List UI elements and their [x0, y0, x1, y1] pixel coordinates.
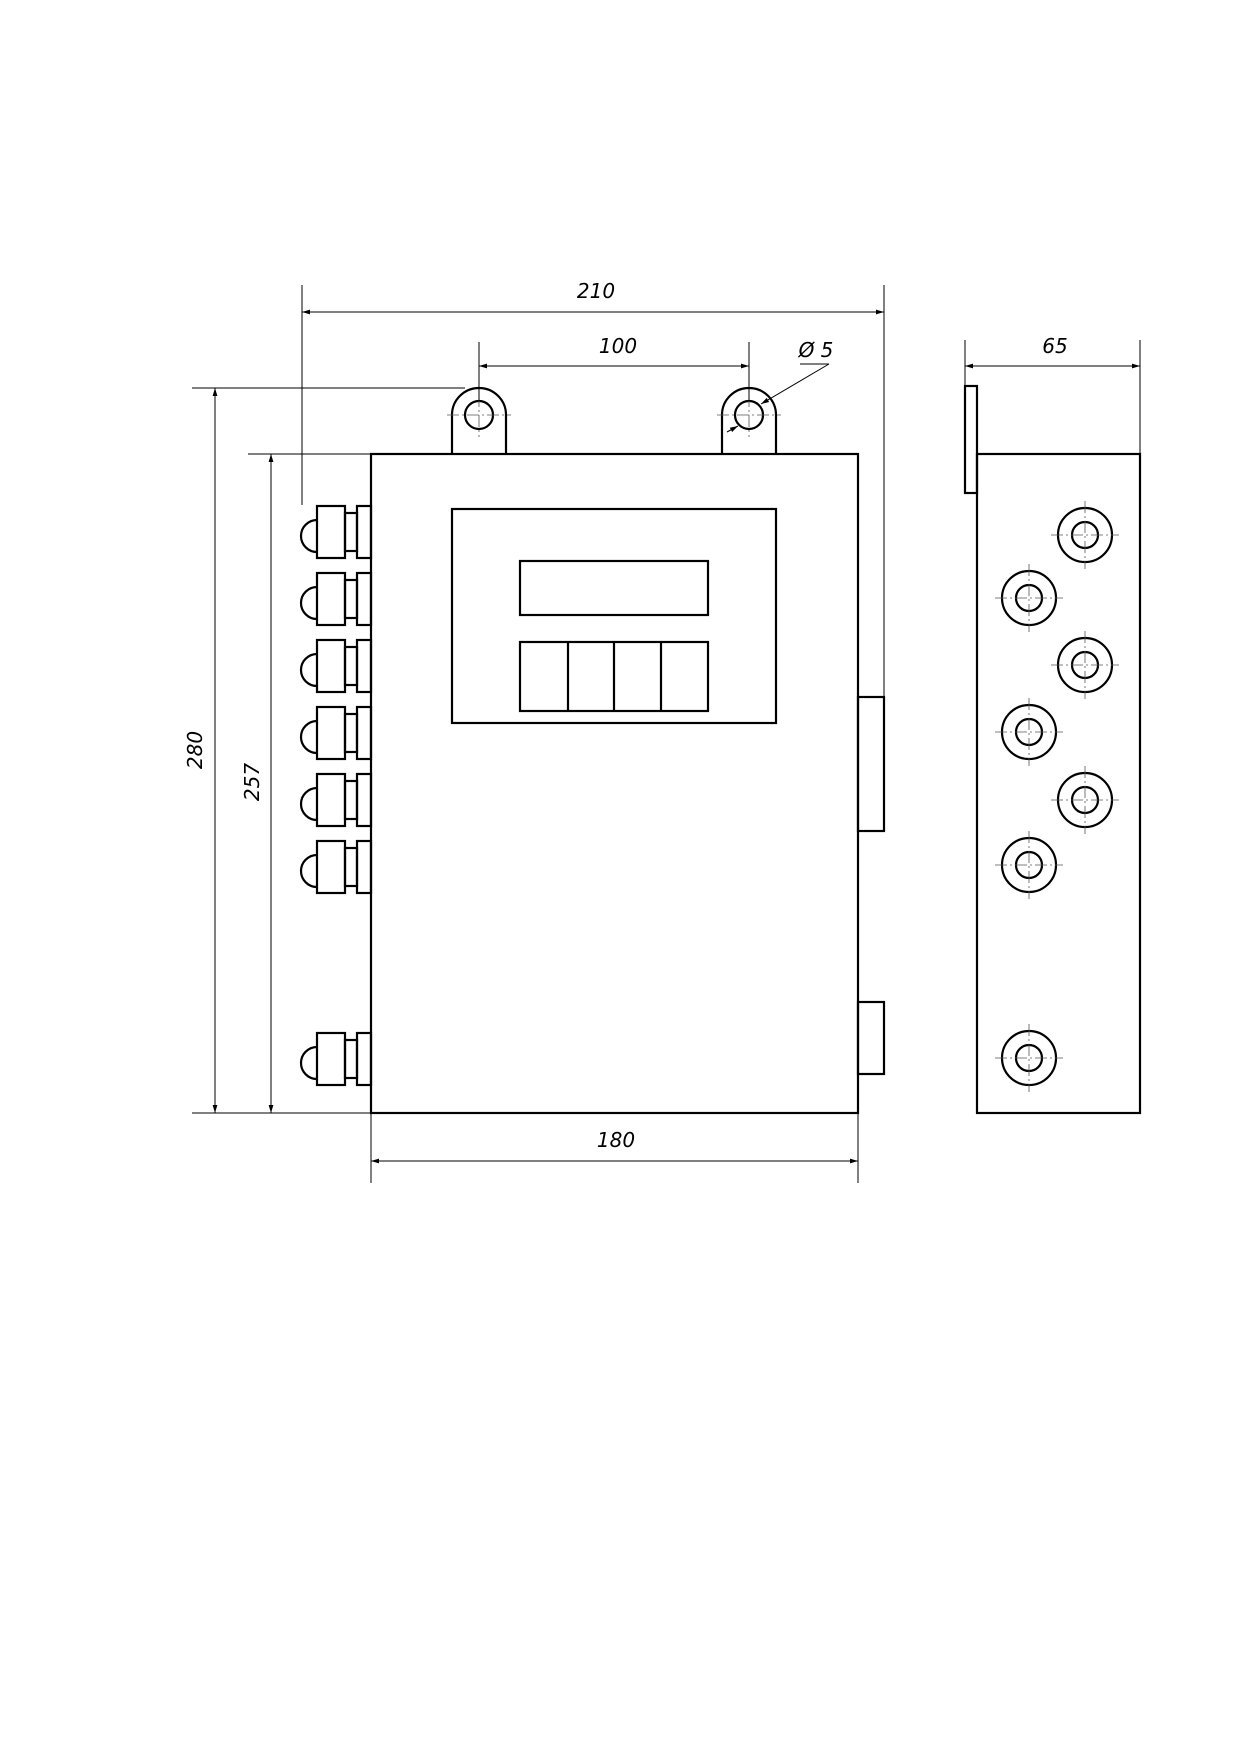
- side-gland: [995, 1024, 1063, 1092]
- cable-gland: [299, 705, 373, 761]
- dimension-overall-width: 210: [301, 279, 885, 697]
- display-screen: [518, 559, 710, 617]
- cable-gland: [299, 571, 373, 627]
- dim-label-257: 257: [240, 763, 264, 801]
- side-gland: [1051, 631, 1119, 699]
- dim-label-100: 100: [599, 334, 637, 358]
- side-ear: [963, 384, 979, 495]
- side-gland: [995, 564, 1063, 632]
- side-body: [975, 452, 1142, 1115]
- dimension-depth: 65: [964, 334, 1141, 454]
- cable-gland: [299, 504, 373, 560]
- dim-label-diameter: Ø 5: [798, 338, 834, 362]
- side-gland: [1051, 501, 1119, 569]
- side-connector-upper: [856, 695, 886, 833]
- cable-gland: [299, 1031, 373, 1087]
- side-gland: [995, 831, 1063, 899]
- front-view: [299, 386, 886, 1115]
- dimension-body-width: 180: [370, 1113, 859, 1183]
- enclosure-body: [369, 452, 860, 1115]
- cable-gland: [299, 772, 373, 828]
- side-connector-lower: [856, 1000, 886, 1076]
- dim-label-180: 180: [597, 1128, 635, 1152]
- side-gland: [1051, 766, 1119, 834]
- dimension-body-height: 257: [240, 453, 371, 1114]
- cable-glands: [299, 504, 373, 1087]
- side-gland: [995, 698, 1063, 766]
- dim-label-280: 280: [183, 731, 207, 769]
- cable-gland: [299, 638, 373, 694]
- dimension-hole-spacing: 100: [478, 334, 750, 401]
- dimension-overall-height: 280: [183, 387, 465, 1114]
- side-view: [963, 384, 1142, 1115]
- dimension-hole-diameter: Ø 5: [726, 338, 834, 433]
- dim-label-65: 65: [1042, 334, 1067, 358]
- dim-label-210: 210: [577, 279, 615, 303]
- cable-gland: [299, 839, 373, 895]
- display-panel: [450, 507, 778, 725]
